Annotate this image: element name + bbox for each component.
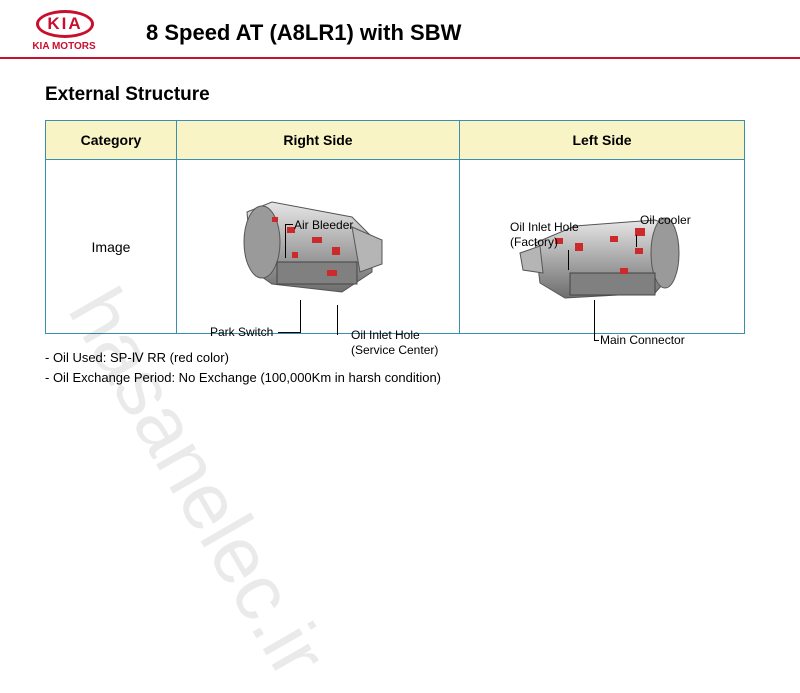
park-switch-label: Park Switch <box>210 325 274 339</box>
transmission-right-image <box>243 201 383 293</box>
kia-logo: KIA KIA MOTORS <box>28 8 100 54</box>
structure-table: Category Right Side Left Side Image <box>45 120 745 357</box>
left-side-image-cell: Oil Inlet Hole (Factory) Oil cooler Main… <box>459 159 745 347</box>
main-connector-leader-h <box>594 340 599 341</box>
slide-title: 8 Speed AT (A8LR1) with SBW <box>146 20 462 45</box>
park-switch-leader-h <box>278 332 301 333</box>
row-label-image: Image <box>45 159 177 334</box>
header-category: Category <box>45 120 177 160</box>
kia-logo-oval: KIA <box>36 10 94 38</box>
air-bleeder-leader-h <box>285 224 293 225</box>
kia-logo-text: KIA <box>47 14 83 33</box>
oil-inlet-factory-label: Oil Inlet Hole (Factory) <box>510 220 579 250</box>
oil-inlet-service-label: Oil Inlet Hole (Service Center) <box>351 328 438 358</box>
main-connector-leader <box>594 300 595 340</box>
oil-inlet-service-leader <box>337 305 338 335</box>
kia-motors-text: KIA MOTORS <box>32 41 96 52</box>
oil-inlet-factory-line1: Oil Inlet Hole <box>510 220 579 234</box>
notes-list: - Oil Used: SP-Ⅳ RR (red color) - Oil Ex… <box>45 348 441 388</box>
air-bleeder-label: Air Bleeder <box>294 218 354 232</box>
note-oil-exchange: - Oil Exchange Period: No Exchange (100,… <box>45 370 441 385</box>
table-header-row: Category Right Side Left Side <box>45 120 745 160</box>
oil-cooler-leader <box>636 235 637 247</box>
oil-inlet-factory-line2: (Factory) <box>510 235 558 249</box>
air-bleeder-leader <box>285 224 286 258</box>
main-connector-label: Main Connector <box>600 333 685 347</box>
header-left-side: Left Side <box>459 120 745 160</box>
transmission-left-image <box>519 217 680 299</box>
oil-inlet-service-line2: (Service Center) <box>351 343 439 357</box>
table-row: Image Air Bleeder <box>45 159 745 357</box>
right-side-image-cell: Air Bleeder Park Switch Oil Inlet Hole (… <box>176 159 460 357</box>
oil-cooler-label: Oil cooler <box>640 213 691 227</box>
oil-inlet-service-line1: Oil Inlet Hole <box>351 328 420 342</box>
park-switch-leader <box>300 300 301 332</box>
section-title: External Structure <box>45 84 210 105</box>
title-divider <box>0 57 800 59</box>
header-right-side: Right Side <box>176 120 460 160</box>
oil-inlet-factory-leader <box>568 250 569 270</box>
note-oil-used: - Oil Used: SP-Ⅳ RR (red color) <box>45 350 229 365</box>
watermark-text: hasanelec.ir <box>51 273 345 692</box>
